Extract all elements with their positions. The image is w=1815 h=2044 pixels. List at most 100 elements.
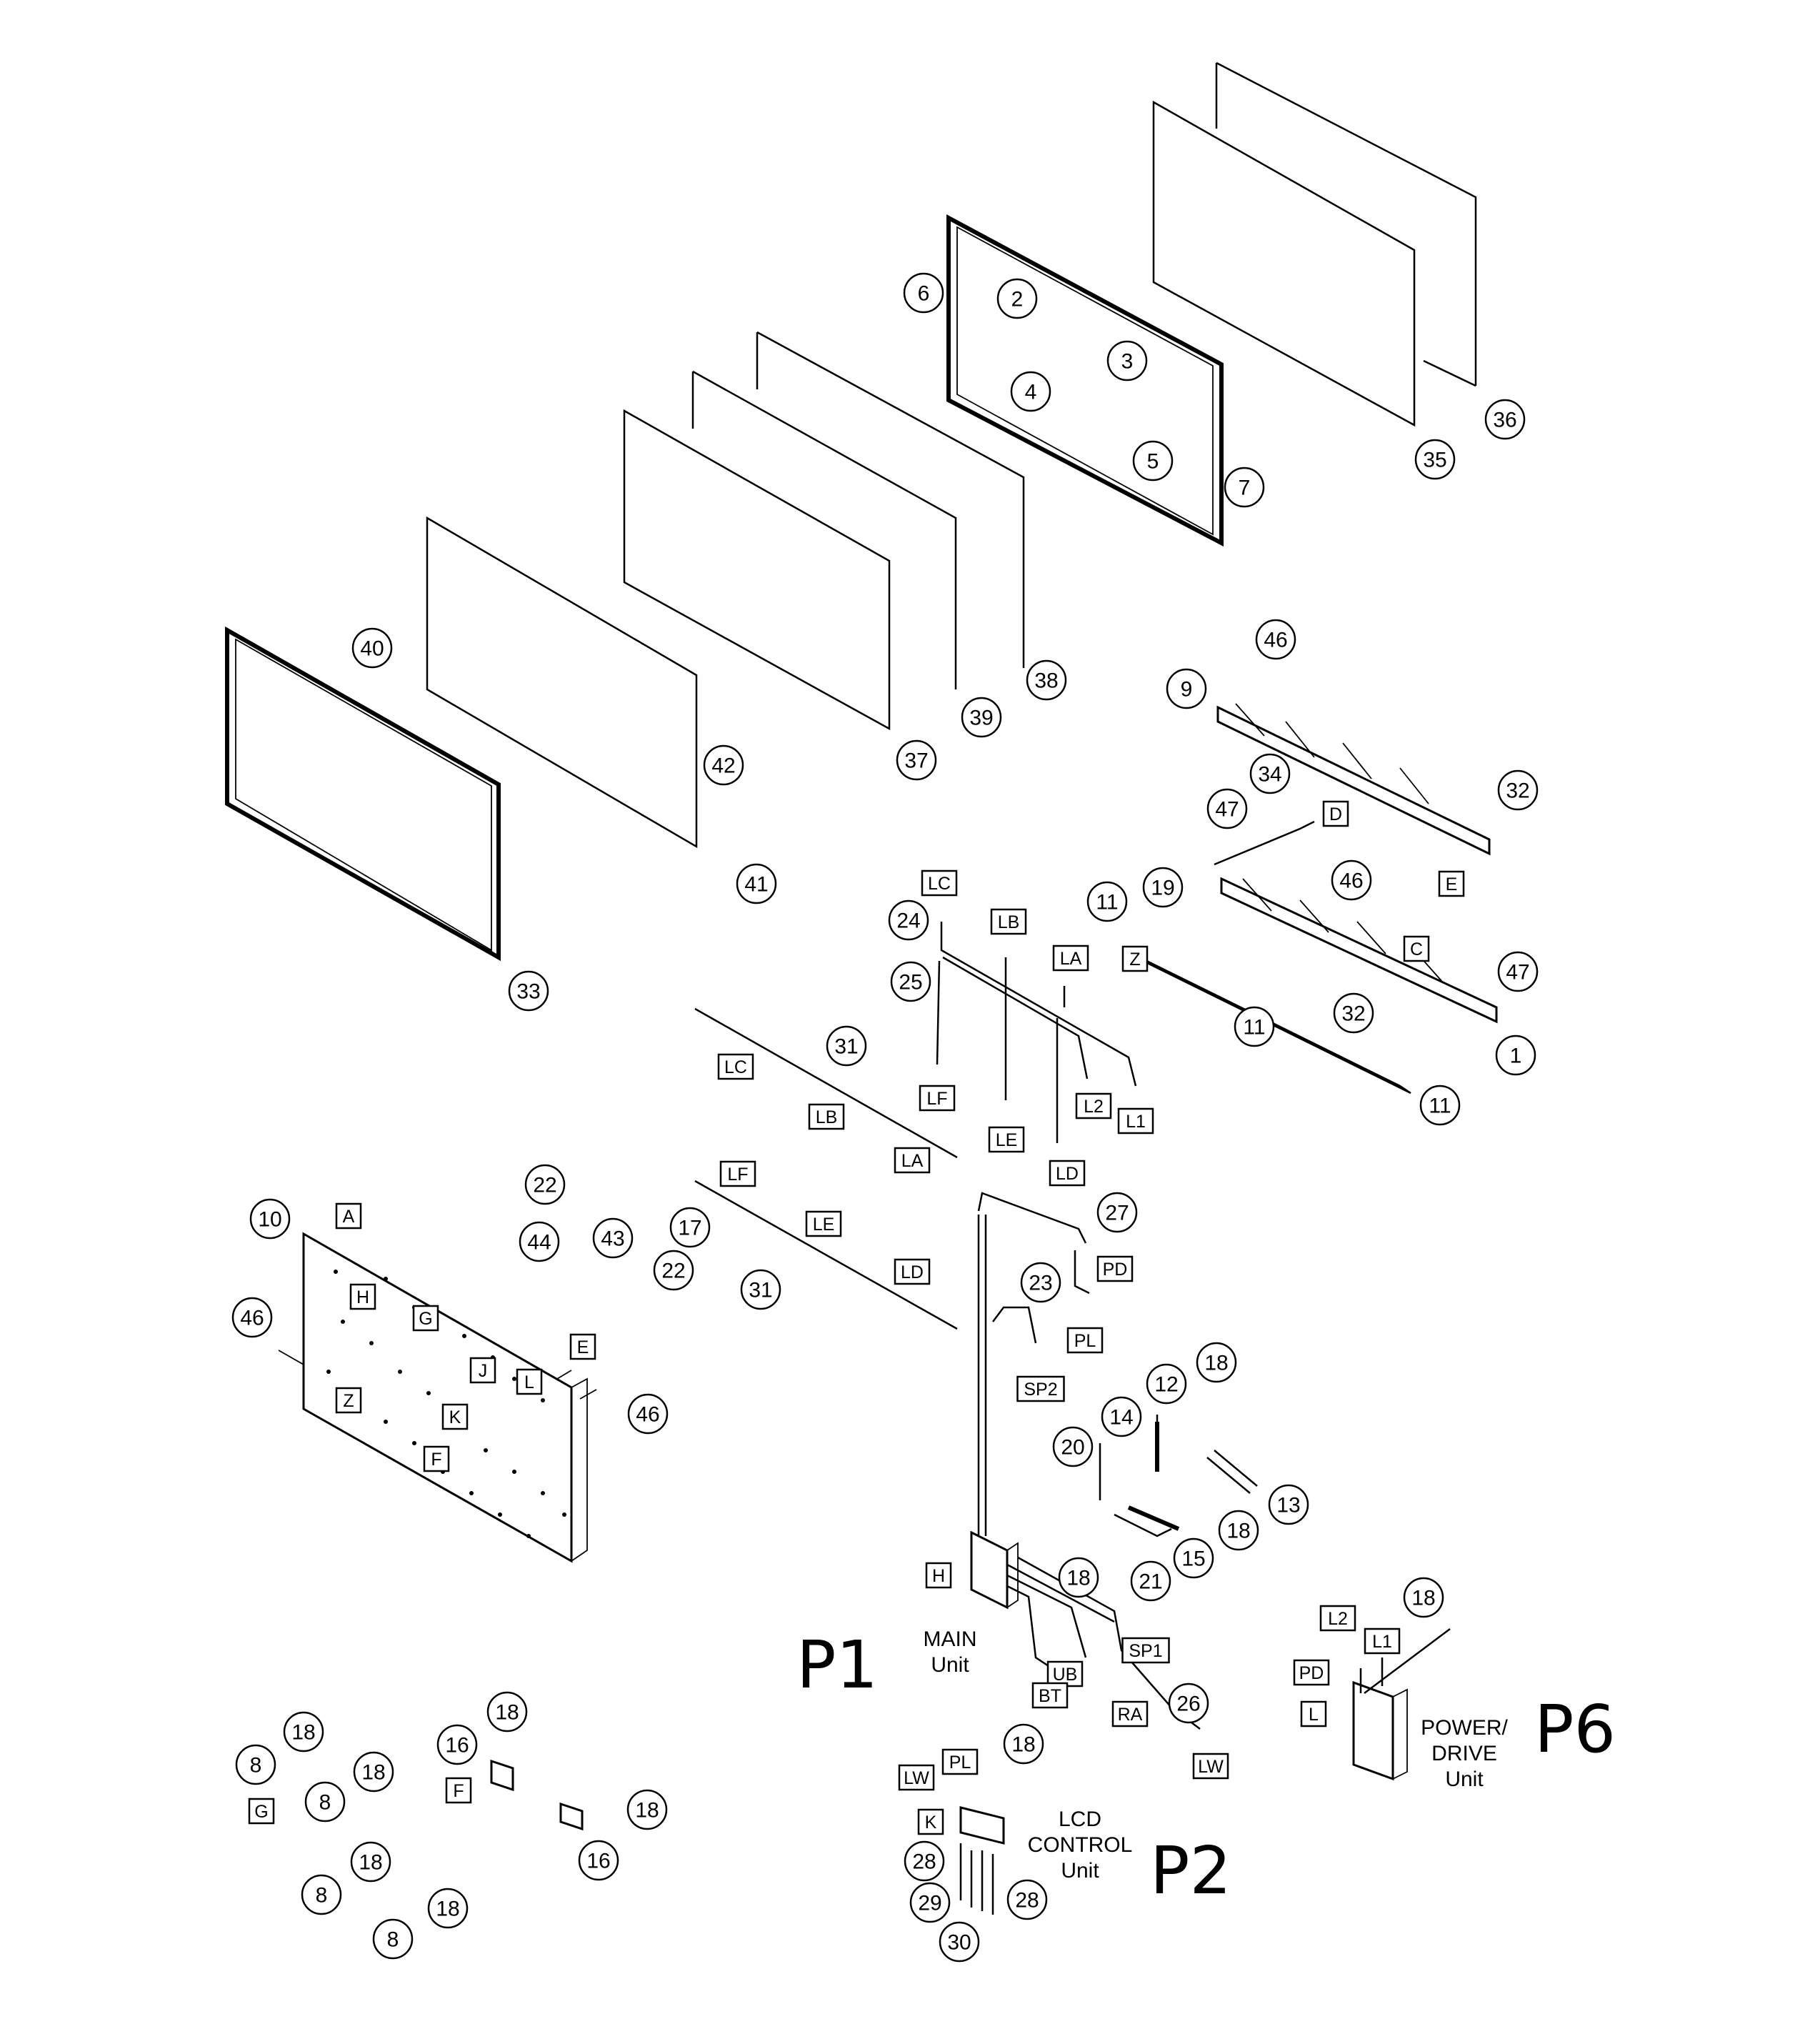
sheet-35-outline [1152, 100, 1416, 427]
part-balloon-circle [826, 1025, 867, 1067]
speaker-bar-9 [1216, 705, 1491, 856]
part-number: 22 [661, 1260, 685, 1283]
connector-tag-ld: LD [894, 1258, 931, 1285]
connector-tag-box [412, 1305, 439, 1332]
part-balloon-18: 18 [1003, 1723, 1044, 1765]
part-number: 18 [436, 1898, 459, 1921]
lcd-panel-frame [946, 214, 1224, 547]
connector-tag-box [248, 1798, 275, 1825]
cable-25 [936, 956, 1089, 1080]
part-number: 41 [744, 873, 768, 897]
part-balloon-47: 47 [1497, 951, 1539, 992]
part-number: 9 [1181, 678, 1193, 702]
connector-label: L1 [1126, 1112, 1146, 1132]
connector-label: PL [949, 1753, 971, 1773]
sheet-37 [623, 409, 891, 731]
part-balloon-28: 28 [904, 1840, 945, 1882]
connector-label: RA [1118, 1705, 1143, 1725]
part-balloon-28: 28 [1006, 1879, 1048, 1920]
part-balloon-44: 44 [519, 1221, 560, 1262]
part-balloon-circle [524, 1164, 566, 1205]
connector-tags: DECZLCLBLALFLELDL2L1LCLBLALFLELDAHGJLZKF… [248, 800, 1465, 1835]
part-number: 8 [387, 1928, 399, 1952]
connector-tag-l2: L2 [1319, 1605, 1356, 1632]
part-balloon-circle [592, 1217, 634, 1259]
part-number: 10 [258, 1208, 281, 1232]
connector-label: L2 [1328, 1609, 1348, 1629]
connector-tag-box [894, 1258, 931, 1285]
part-balloon-7: 7 [1224, 467, 1265, 508]
connector-tag-lw: LW [1192, 1753, 1229, 1780]
connector-label: UB [1053, 1665, 1078, 1685]
connector-label: PL [1074, 1331, 1096, 1351]
part-balloon-32: 32 [1497, 769, 1539, 811]
part-number: 46 [1264, 629, 1287, 652]
connector-label: Z [1129, 949, 1140, 969]
part-balloon-13: 13 [1268, 1484, 1309, 1525]
part-number: 25 [899, 971, 922, 994]
part-balloon-circle [1101, 1396, 1142, 1437]
part-number: 19 [1151, 877, 1174, 900]
part-balloon-21: 21 [1130, 1560, 1171, 1602]
part-balloon-circle [1497, 951, 1539, 992]
connector-tag-l1: L1 [1364, 1627, 1401, 1655]
part-balloon-circle [890, 961, 931, 1002]
part-balloon-circle [283, 1711, 324, 1753]
connector-label: K [925, 1813, 937, 1833]
part-balloon-26: 26 [1168, 1682, 1209, 1724]
part-number: 42 [711, 754, 735, 778]
part-number: 20 [1061, 1436, 1084, 1460]
connector-tag-box [1066, 1327, 1104, 1354]
part-number: 27 [1105, 1202, 1129, 1225]
part-number: 33 [516, 980, 540, 1004]
connector-tag-box [917, 1808, 944, 1835]
part-number: 17 [678, 1217, 701, 1240]
part-balloon-circle [1052, 1426, 1094, 1467]
connector-label: H [356, 1287, 369, 1307]
part-balloon-circle [350, 1841, 391, 1883]
connector-tag-box [1364, 1627, 1401, 1655]
part-number: 18 [1204, 1352, 1228, 1375]
connector-tag-l1: L1 [1117, 1107, 1154, 1135]
connector-tag-box [1438, 870, 1465, 897]
connector-tag-e: E [1438, 870, 1465, 897]
bracket-1 [1220, 877, 1498, 1024]
connector-tag-h: H [349, 1283, 376, 1310]
connector-tag-f: F [445, 1777, 472, 1804]
part-number: 7 [1239, 477, 1251, 500]
part-balloon-11: 11 [1234, 1006, 1275, 1047]
part-balloon-27: 27 [1096, 1192, 1138, 1233]
part-number: 18 [495, 1701, 519, 1725]
part-balloon-46: 46 [231, 1297, 273, 1338]
part-balloon-circle [1206, 788, 1248, 829]
part-balloon-circle [231, 1297, 273, 1338]
part-balloon-42: 42 [703, 744, 744, 786]
part-balloon-19: 19 [1142, 867, 1184, 908]
connector-tag-k: K [441, 1403, 469, 1430]
part-number: 46 [1339, 869, 1363, 893]
part-balloon-circle [1224, 467, 1265, 508]
part-balloon-circle [372, 1918, 414, 1960]
part-balloon-circle [653, 1250, 694, 1291]
connector-label: L [1309, 1705, 1319, 1725]
connector-tag-d: D [1322, 800, 1349, 827]
connector-tag-le: LE [988, 1126, 1025, 1153]
part-balloon-circle [578, 1840, 619, 1881]
connector-16-top [490, 1759, 514, 1792]
part-balloon-circle [1331, 859, 1372, 901]
connector-tag-box [1031, 1682, 1069, 1709]
part-balloon-11: 11 [1419, 1085, 1461, 1126]
connector-label: C [1410, 939, 1423, 959]
cable-23 [992, 1306, 1037, 1344]
connector-label: PD [1299, 1663, 1324, 1683]
part-balloon-23: 23 [1020, 1262, 1061, 1303]
connector-tag-lf: LF [919, 1085, 956, 1112]
connector-label: L [524, 1372, 534, 1392]
connector-tag-lc: LC [717, 1053, 754, 1080]
part-number: 18 [361, 1761, 385, 1785]
part-number: 26 [1176, 1692, 1200, 1716]
connector-label: LF [727, 1165, 748, 1185]
part-number: 3 [1121, 350, 1134, 374]
